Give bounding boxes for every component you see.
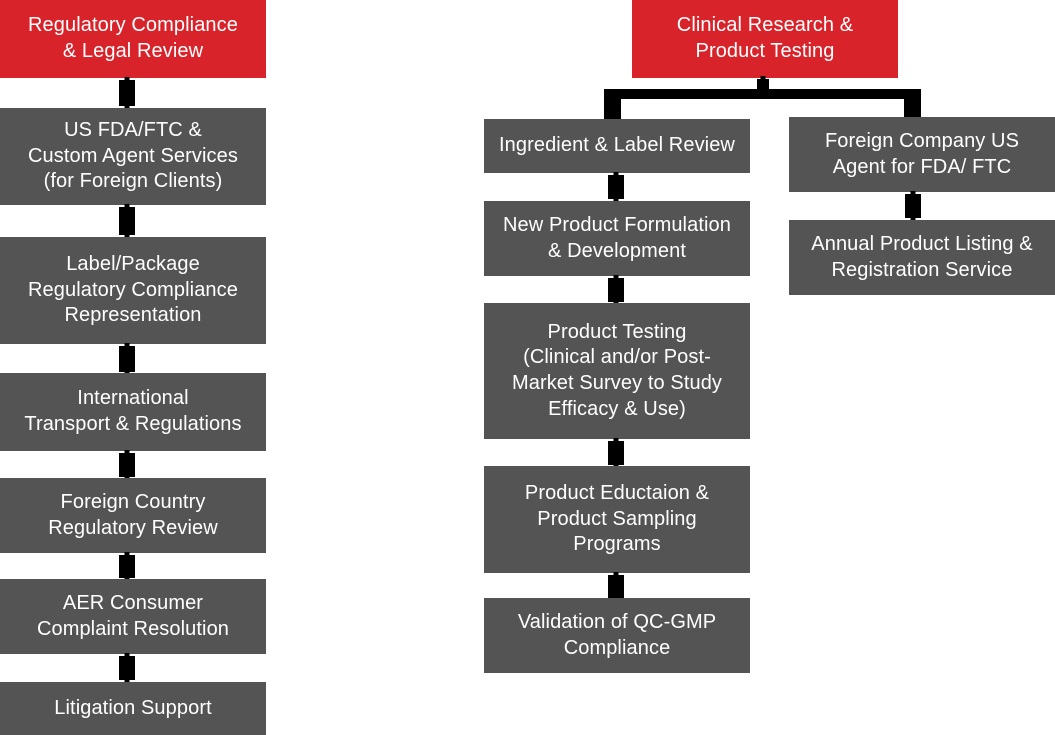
- text-line: Annual Product Listing &: [811, 232, 1033, 255]
- connector-center-2: [608, 438, 624, 468]
- text-line: Agent for FDA/ FTC: [832, 155, 1012, 178]
- left-node-3[interactable]: Foreign Country Regulatory Review: [0, 478, 266, 553]
- text-line: Regulatory Compliance: [28, 14, 238, 37]
- text-line: Registration Service: [831, 258, 1013, 281]
- connector-left-3: [119, 450, 135, 480]
- text-line: New Product Formulation: [503, 213, 731, 236]
- text-line: Product Testing: [547, 320, 687, 343]
- right-node-1-label: Annual Product Listing & Registration Se…: [799, 232, 1045, 283]
- text-line: Market Survey to Study: [511, 372, 723, 394]
- arrow-nub-bottom: [124, 235, 130, 238]
- center-node-0[interactable]: Ingredient & Label Review: [484, 119, 750, 173]
- connector-left-4: [119, 552, 135, 581]
- text-line: Validation of QC-GMP: [517, 610, 717, 633]
- connector-center-0: [608, 172, 624, 202]
- left-node-4[interactable]: AER Consumer Complaint Resolution: [0, 579, 266, 654]
- left-node-2[interactable]: International Transport & Regulations: [0, 373, 266, 451]
- connector-left-5: [119, 653, 135, 683]
- connector-left-2: [119, 343, 135, 375]
- text-line: Regulatory Compliance: [28, 278, 238, 301]
- connector-center-3: [608, 572, 624, 601]
- left-node-5[interactable]: Litigation Support: [0, 682, 266, 735]
- center-node-3[interactable]: Product Eductaion & Product Sampling Pro…: [484, 466, 750, 573]
- text-line: International: [77, 387, 189, 410]
- left-node-1[interactable]: Label/Package Regulatory Compliance Repr…: [0, 237, 266, 344]
- connector-right-0: [905, 191, 921, 221]
- branch-drop-right: [904, 96, 921, 122]
- left-node-2-label: International Transport & Regulations: [10, 386, 256, 437]
- branch-drop-center: [604, 96, 621, 122]
- arrow-nub-top: [124, 343, 130, 346]
- left-node-0-label: US FDA/FTC & Custom Agent Services (for …: [10, 118, 256, 195]
- left-node-0[interactable]: US FDA/FTC & Custom Agent Services (for …: [0, 108, 266, 205]
- arrow-nub-top: [124, 552, 130, 555]
- arrow-nub-top: [613, 275, 619, 278]
- text-line: AER Consumer: [62, 591, 204, 614]
- center-header-node[interactable]: Clinical Research & Product Testing: [632, 0, 898, 78]
- center-node-2[interactable]: Product Testing (Clinical and/or Post- M…: [484, 303, 750, 439]
- connector-left-0: [119, 77, 135, 109]
- left-node-3-label: Foreign Country Regulatory Review: [10, 490, 256, 541]
- text-line: (Clinical and/or Post-: [523, 346, 711, 369]
- text-line: (for Foreign Clients): [43, 170, 223, 193]
- arrow-nub-top: [124, 204, 130, 207]
- text-line: & Development: [547, 239, 687, 262]
- left-node-1-label: Label/Package Regulatory Compliance Repr…: [10, 252, 256, 329]
- text-line: Foreign Company US: [824, 129, 1020, 152]
- arrow-nub-top: [613, 572, 619, 575]
- text-line: & Legal Review: [62, 40, 204, 62]
- arrow-nub-top: [124, 77, 130, 80]
- branch-horizontal-bar: [604, 89, 921, 99]
- branch-stem: [757, 76, 769, 91]
- arrow-nub-top: [124, 450, 130, 453]
- text-line: Regulatory Review: [48, 516, 218, 539]
- arrow-nub-bottom: [124, 106, 130, 109]
- connector-center-1: [608, 275, 624, 305]
- left-header-label: Regulatory Compliance & Legal Review: [10, 13, 256, 64]
- arrow-nub-top: [910, 191, 916, 194]
- text-line: Clinical Research &: [676, 14, 854, 37]
- text-line: Transport & Regulations: [24, 413, 242, 435]
- text-line: Product Eductaion &: [524, 482, 710, 505]
- center-node-4[interactable]: Validation of QC-GMP Compliance: [484, 598, 750, 673]
- text-line: Product Sampling: [537, 507, 697, 530]
- right-node-1[interactable]: Annual Product Listing & Registration Se…: [789, 220, 1055, 295]
- right-node-0[interactable]: Foreign Company US Agent for FDA/ FTC: [789, 117, 1055, 192]
- text-line: Compliance: [563, 636, 671, 659]
- center-node-0-label: Ingredient & Label Review: [499, 134, 735, 157]
- text-line: Product Testing: [695, 40, 835, 62]
- text-line: US FDA/FTC &: [64, 119, 202, 142]
- connector-left-1: [119, 204, 135, 238]
- arrow-nub-top: [613, 438, 619, 441]
- arrow-nub-top: [760, 76, 766, 79]
- text-line: Programs: [573, 533, 661, 556]
- left-node-4-label: AER Consumer Complaint Resolution: [10, 591, 256, 642]
- center-node-1-label: New Product Formulation & Development: [494, 213, 740, 264]
- center-header-label: Clinical Research & Product Testing: [642, 13, 888, 64]
- center-node-4-label: Validation of QC-GMP Compliance: [494, 610, 740, 661]
- text-line: Representation: [64, 304, 202, 327]
- text-line: Efficacy & Use): [548, 397, 686, 420]
- left-node-5-label: Litigation Support: [54, 696, 212, 719]
- center-node-2-label: Product Testing (Clinical and/or Post- M…: [494, 320, 740, 422]
- center-node-3-label: Product Eductaion & Product Sampling Pro…: [494, 481, 740, 558]
- center-node-1[interactable]: New Product Formulation & Development: [484, 201, 750, 276]
- text-line: Complaint Resolution: [36, 617, 230, 640]
- text-line: Foreign Country: [60, 490, 206, 513]
- arrow-nub-bottom: [910, 218, 916, 221]
- text-line: Custom Agent Services: [28, 144, 238, 167]
- left-header-node[interactable]: Regulatory Compliance & Legal Review: [0, 0, 266, 78]
- text-line: Label/Package: [66, 253, 200, 276]
- arrow-nub-bottom: [124, 680, 130, 683]
- arrow-nub-top: [613, 172, 619, 175]
- arrow-nub-top: [124, 653, 130, 656]
- right-node-0-label: Foreign Company US Agent for FDA/ FTC: [799, 129, 1045, 180]
- arrow-nub-bottom: [613, 199, 619, 202]
